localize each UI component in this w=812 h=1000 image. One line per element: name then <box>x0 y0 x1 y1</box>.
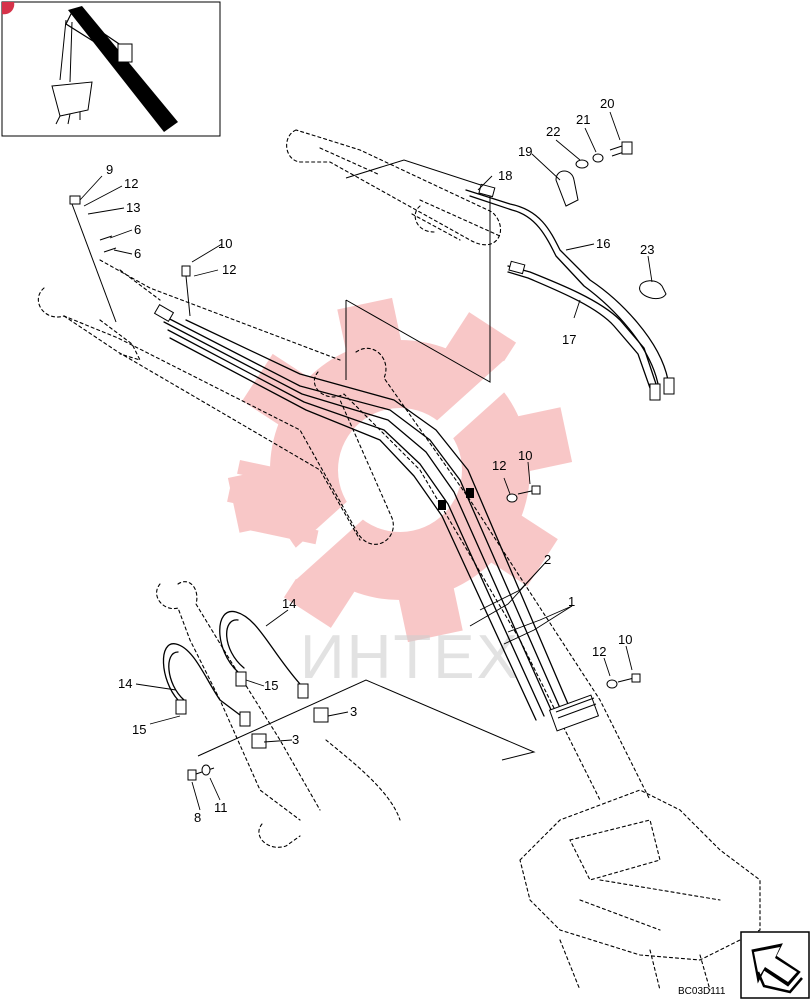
fasteners <box>69 195 641 781</box>
callout-21: 21 <box>576 112 590 127</box>
callout-8: 8 <box>194 810 201 825</box>
callout-3-right: 3 <box>350 704 357 719</box>
callout-15-right: 15 <box>264 678 278 693</box>
callout-16: 16 <box>596 236 610 251</box>
diagram-code: BC03D111 <box>678 986 726 997</box>
callout-23: 23 <box>640 242 654 257</box>
callout-6-lower: 6 <box>134 246 141 261</box>
watermark-text: ИНТЕХ <box>300 623 520 692</box>
callout-13: 13 <box>126 200 140 215</box>
callout-12-mid: 12 <box>222 262 236 277</box>
gear-logo-icon <box>227 297 573 643</box>
callout-15-left: 15 <box>132 722 146 737</box>
excavator-arm-thumbnail-icon <box>51 6 178 132</box>
callout-10-lower: 10 <box>618 632 632 647</box>
lower-hoses <box>162 610 329 749</box>
callout-17: 17 <box>562 332 576 347</box>
callout-1: 1 <box>568 594 575 609</box>
thumbnail-inset <box>1 1 221 137</box>
callout-2: 2 <box>544 552 551 567</box>
callout-10-top: 10 <box>218 236 232 251</box>
callout-18: 18 <box>498 168 512 183</box>
callout-9: 9 <box>106 162 113 177</box>
callout-14-right: 14 <box>282 596 296 611</box>
direction-arrow-icon <box>740 931 810 999</box>
callout-11: 11 <box>214 800 228 815</box>
upper-hoses <box>465 183 675 401</box>
callout-12-top: 12 <box>124 176 138 191</box>
callout-12-right: 12 <box>492 458 506 473</box>
callout-12-lower: 12 <box>592 644 606 659</box>
corner-badge <box>2 2 15 15</box>
callout-22: 22 <box>546 124 560 139</box>
callout-14-left: 14 <box>118 676 132 691</box>
main-hose-bundle <box>153 303 600 732</box>
callouts: 20 21 22 19 18 16 23 17 9 12 13 6 6 10 1… <box>106 96 654 825</box>
callout-3-left: 3 <box>292 732 299 747</box>
callout-10-right: 10 <box>518 448 532 463</box>
callout-6-upper: 6 <box>134 222 141 237</box>
leader-lines <box>79 111 653 811</box>
callout-20: 20 <box>600 96 614 111</box>
callout-19: 19 <box>518 144 532 159</box>
clamp-parts <box>555 141 667 299</box>
